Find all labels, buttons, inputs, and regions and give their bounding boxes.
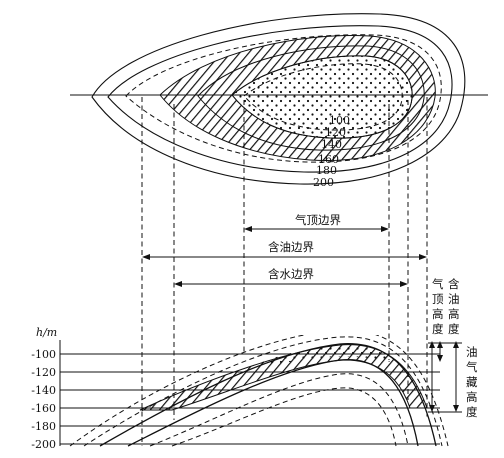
oil-height-char-3: 高 xyxy=(448,307,460,321)
stratum-dash-3 xyxy=(149,373,409,447)
depth-tick-labels: -100 -120 -140 -160 -180 -200 xyxy=(31,348,56,451)
gas-cap-section xyxy=(255,346,392,365)
depth-axis-title: h/m xyxy=(36,326,57,339)
contour-140 xyxy=(197,45,425,151)
reservoir-height-char-2: 气 xyxy=(466,360,478,374)
gas-cap-area xyxy=(231,55,413,139)
reservoir-bottom xyxy=(127,358,419,447)
gas-cap-height-char-4: 度 xyxy=(432,322,444,336)
reservoir-height-char-4: 高 xyxy=(466,390,478,404)
contour-180 xyxy=(107,25,453,173)
water-boundary-label: 含水边界 xyxy=(268,267,314,281)
gas-cap-boundary-label: 气顶边界 xyxy=(295,213,341,227)
gas-cap-height-char-1: 气 xyxy=(432,277,444,291)
reservoir-height-char-5: 度 xyxy=(466,405,478,419)
stratum-dash-4 xyxy=(171,387,397,447)
contour-200 xyxy=(91,13,466,185)
contour-label-120: 120 xyxy=(325,126,346,139)
cross-section: h/m -100 -120 -140 -160 -180 -200 xyxy=(31,326,462,451)
oil-height-char-1: 含 xyxy=(448,277,460,291)
boundary-arrows: 气顶边界 含油边界 含水边界 xyxy=(142,212,427,287)
contour-labels: 100 120 140 160 180 200 xyxy=(313,114,350,189)
tick-160: -160 xyxy=(31,402,56,415)
oil-boundary-label: 含油边界 xyxy=(268,240,314,254)
contour-label-200: 200 xyxy=(313,176,334,189)
contour-label-100: 100 xyxy=(329,114,350,127)
reservoir-height-char-1: 油 xyxy=(466,345,478,359)
gas-cap-height-char-2: 顶 xyxy=(432,292,444,306)
contour-label-180: 180 xyxy=(316,164,337,177)
gas-cap-height-char-3: 高 xyxy=(432,307,444,321)
water-boundary-contour xyxy=(125,34,442,163)
oil-height-char-4: 度 xyxy=(448,322,460,336)
tick-200: -200 xyxy=(31,438,56,451)
contour-label-160: 160 xyxy=(318,153,339,166)
tick-180: -180 xyxy=(31,420,56,433)
gas-boundary-contour xyxy=(243,63,403,131)
projection-lines xyxy=(141,97,428,446)
height-arrows xyxy=(428,341,462,413)
reservoir-top xyxy=(99,343,437,447)
contour-label-140: 140 xyxy=(321,138,342,151)
stratum-dash-1 xyxy=(69,335,449,447)
oil-height-char-2: 油 xyxy=(448,292,460,306)
reservoir-height-char-3: 藏 xyxy=(466,375,478,389)
tick-140: -140 xyxy=(31,384,56,397)
tick-100: -100 xyxy=(31,348,56,361)
height-labels: 气 顶 高 度 含 油 高 度 油 气 藏 高 度 xyxy=(432,277,478,419)
tick-120: -120 xyxy=(31,366,56,379)
stratum-dash-2 xyxy=(83,336,443,447)
structure-map xyxy=(70,13,488,185)
